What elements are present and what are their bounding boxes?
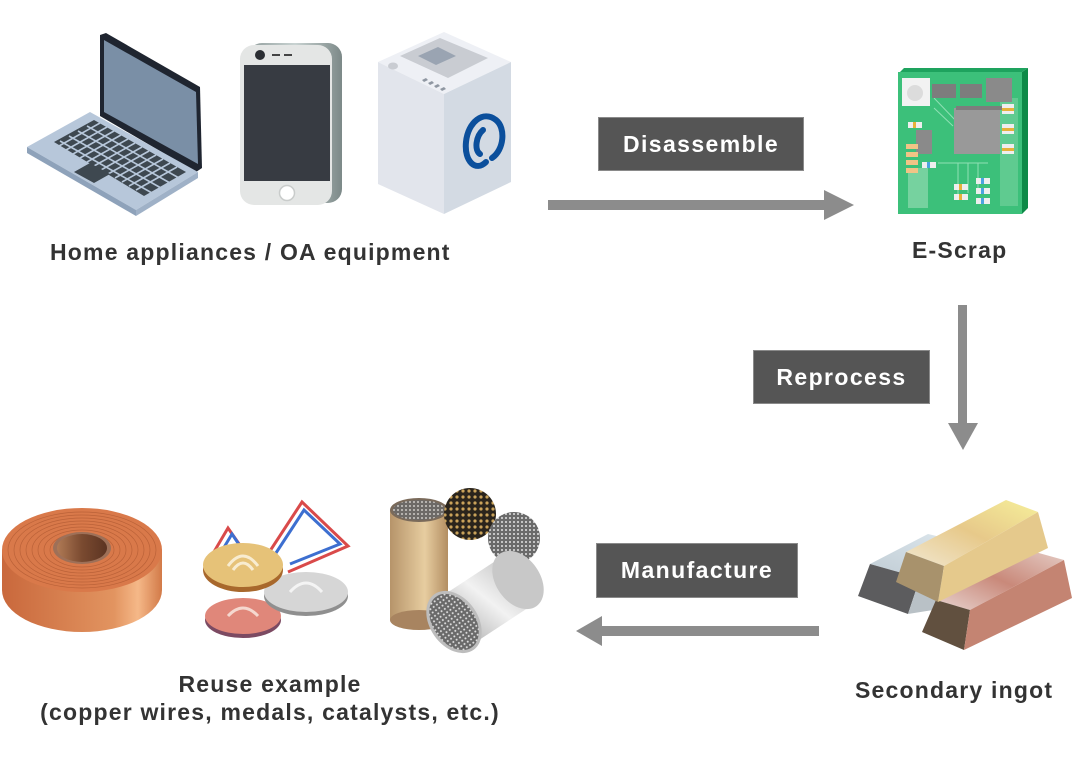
- smartphone-icon: [240, 43, 342, 205]
- manufacture-arrow: [576, 616, 819, 646]
- reuse-label-line2: (copper wires, medals, catalysts, etc.): [40, 699, 500, 725]
- reprocess-step-label: Reprocess: [753, 350, 930, 404]
- reuse-node: Reuse example (copper wires, medals, cat…: [0, 480, 560, 730]
- circuit-board-icon: [898, 68, 1028, 214]
- washing-machine-icon: [378, 32, 511, 214]
- escrap-node: E-Scrap: [880, 60, 1072, 280]
- ingot-label: Secondary ingot: [855, 677, 1054, 703]
- disassemble-arrow: [548, 190, 854, 220]
- reuse-label-line1: Reuse example: [178, 671, 362, 697]
- copper-wire-coil-icon: [2, 508, 162, 632]
- escrap-label: E-Scrap: [912, 237, 1008, 263]
- source-node: Home appliances / OA equipment: [0, 0, 540, 280]
- ingot-node: Secondary ingot: [850, 480, 1072, 710]
- medals-icon: [203, 499, 351, 638]
- ingots-icon: [858, 500, 1072, 650]
- reprocess-arrow: [948, 305, 978, 450]
- laptop-icon: [27, 33, 202, 216]
- source-label: Home appliances / OA equipment: [50, 239, 451, 265]
- disassemble-step-label: Disassemble: [598, 117, 804, 171]
- manufacture-step-label: Manufacture: [596, 543, 798, 598]
- catalyst-converters-icon: [390, 488, 544, 654]
- washer-logo: [462, 113, 506, 169]
